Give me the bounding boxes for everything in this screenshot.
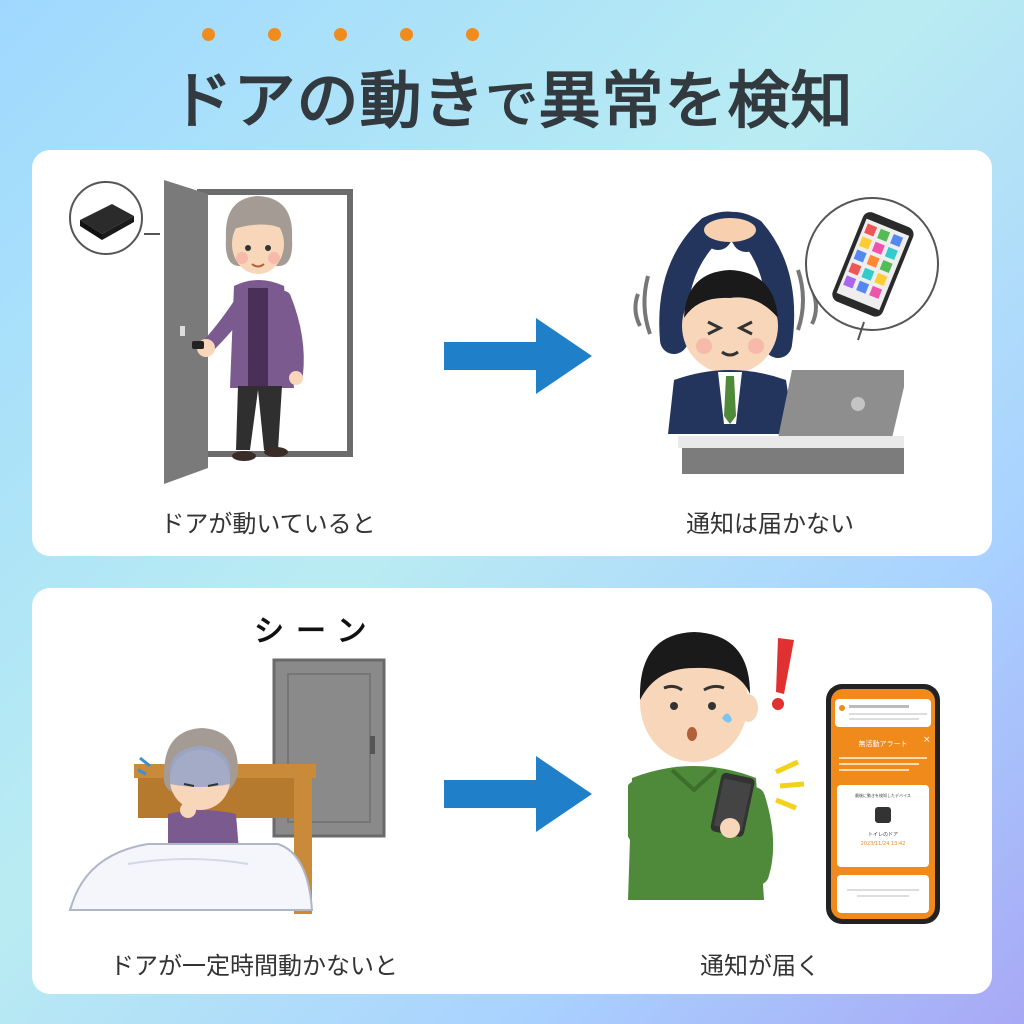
- emphasis-dots: [202, 28, 482, 42]
- notification-banner[interactable]: [835, 699, 931, 727]
- smartphone-icon: [802, 194, 952, 344]
- caption-no-notification: 通知は届かない: [686, 510, 854, 538]
- app-icon: [839, 705, 845, 711]
- close-icon[interactable]: ×: [923, 735, 931, 745]
- device-name: トイレのドア: [867, 832, 898, 838]
- emphasis-dot: [202, 28, 215, 41]
- panel-door-moving: ドアが動いていると 通知は届かない: [32, 150, 992, 556]
- sound-effect-text: シーン: [254, 614, 379, 649]
- door-open-woman-illustration: [160, 178, 360, 488]
- notification-line: [849, 718, 919, 720]
- notification-line: [849, 705, 909, 708]
- phone-screen: 無活動アラート × 最後に動きを検知したデバイス トイレのドア 2023/11/…: [831, 689, 935, 919]
- right-arrow-icon: [444, 318, 594, 394]
- emphasis-dot: [466, 28, 479, 41]
- device-timestamp: 2023/11/24 13:42: [860, 841, 906, 847]
- page-title: ドアの動きで異常を検知: [0, 50, 1024, 140]
- text-line: [839, 757, 927, 759]
- header: ドアの動きで異常を検知: [0, 20, 1024, 140]
- title-part-3: 異常を検知: [538, 64, 854, 137]
- phone-mockup: 無活動アラート × 最後に動きを検知したデバイス トイレのドア 2023/11/…: [826, 684, 940, 924]
- text-line: [839, 763, 919, 765]
- emphasis-dot: [268, 28, 281, 41]
- alert-title: 無活動アラート: [858, 740, 908, 748]
- sensor-icon: [60, 178, 160, 258]
- caption-notification-arrives: 通知が届く: [700, 952, 820, 980]
- elderly-sick-in-bed-illustration: [68, 714, 318, 924]
- man-with-phone-illustration: [628, 622, 828, 922]
- man-stretching-illustration: [628, 210, 904, 480]
- emphasis-dot: [334, 28, 347, 41]
- footer-card: [837, 875, 929, 913]
- text-line: [839, 769, 909, 771]
- right-arrow-icon: [444, 756, 594, 832]
- caption-door-moving: ドアが動いていると: [160, 510, 376, 538]
- device-icon: [875, 807, 891, 823]
- title-part-1: ドアの動き: [170, 64, 486, 137]
- notification-line: [849, 713, 927, 715]
- text-line: [847, 889, 919, 891]
- device-card: 最後に動きを検知したデバイス トイレのドア 2023/11/24 13:42: [837, 785, 929, 867]
- title-part-2: で: [485, 75, 539, 135]
- text-line: [857, 895, 909, 897]
- emphasis-dot: [400, 28, 413, 41]
- caption-door-still: ドアが一定時間動かないと: [110, 952, 398, 980]
- panel-door-still: シーン: [32, 588, 992, 994]
- device-section-label: 最後に動きを検知したデバイス: [855, 793, 911, 798]
